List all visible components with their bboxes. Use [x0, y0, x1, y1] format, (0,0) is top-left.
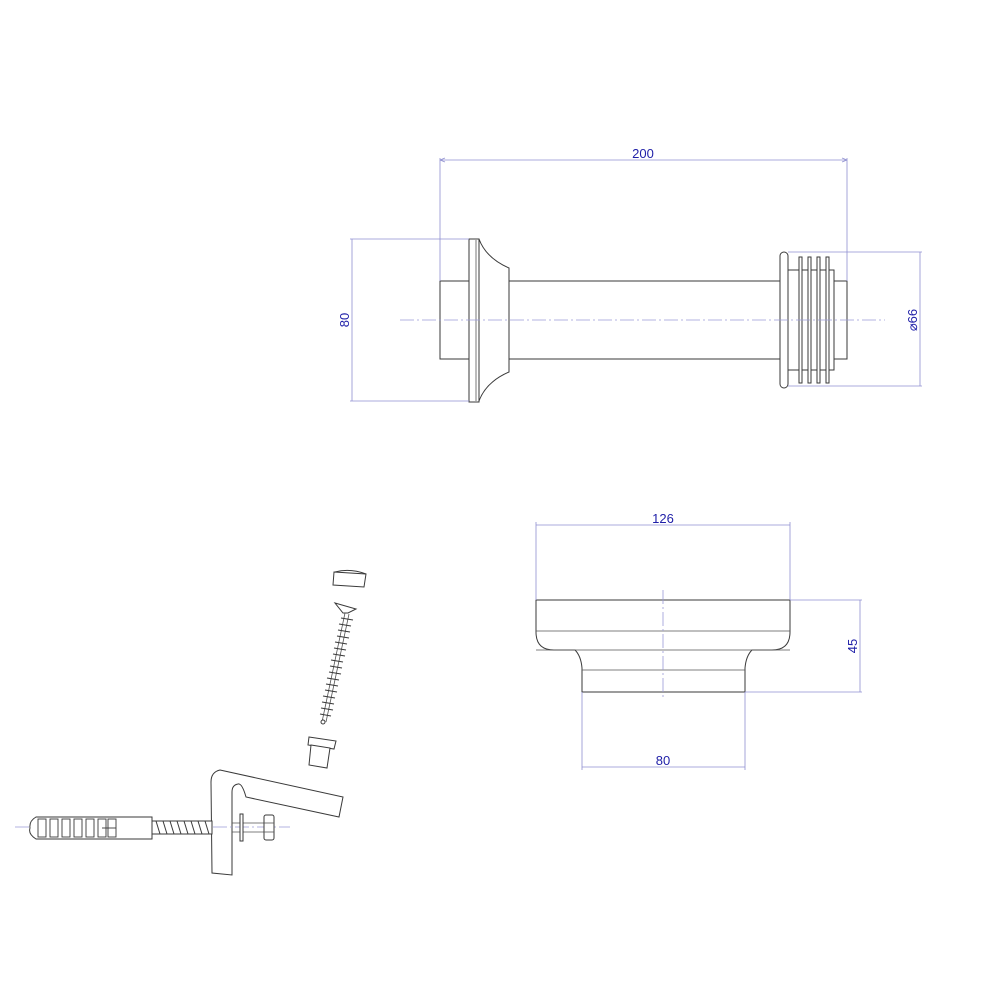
- end-view: 126 45 80: [535, 511, 862, 770]
- countersunk-screw: [319, 602, 358, 725]
- dimension-height: 45: [745, 599, 862, 693]
- height-label: 45: [845, 639, 860, 653]
- top-width-label: 126: [652, 511, 674, 526]
- wall-plug: [29, 816, 153, 840]
- dimension-length: 200: [439, 146, 848, 281]
- flange-height-label: 80: [337, 313, 352, 327]
- hex-nut: [263, 814, 275, 841]
- bracket: [210, 769, 344, 876]
- length-label: 200: [632, 146, 654, 161]
- spacer-bushing: [307, 736, 337, 769]
- dimension-flange-height: 80: [337, 238, 469, 402]
- diameter-label: ⌀66: [905, 309, 920, 331]
- dimension-base-width: 80: [581, 692, 746, 770]
- washer: [239, 813, 244, 842]
- side-view: 200 80 ⌀66: [337, 146, 922, 403]
- cap: [332, 571, 367, 588]
- dimension-end-diameter: ⌀66: [788, 251, 922, 387]
- mounting-hardware: [15, 569, 367, 876]
- flange: [468, 238, 480, 403]
- base-width-label: 80: [656, 753, 670, 768]
- hanger-bolt: [151, 820, 268, 835]
- dimension-top-width: 126: [535, 511, 791, 600]
